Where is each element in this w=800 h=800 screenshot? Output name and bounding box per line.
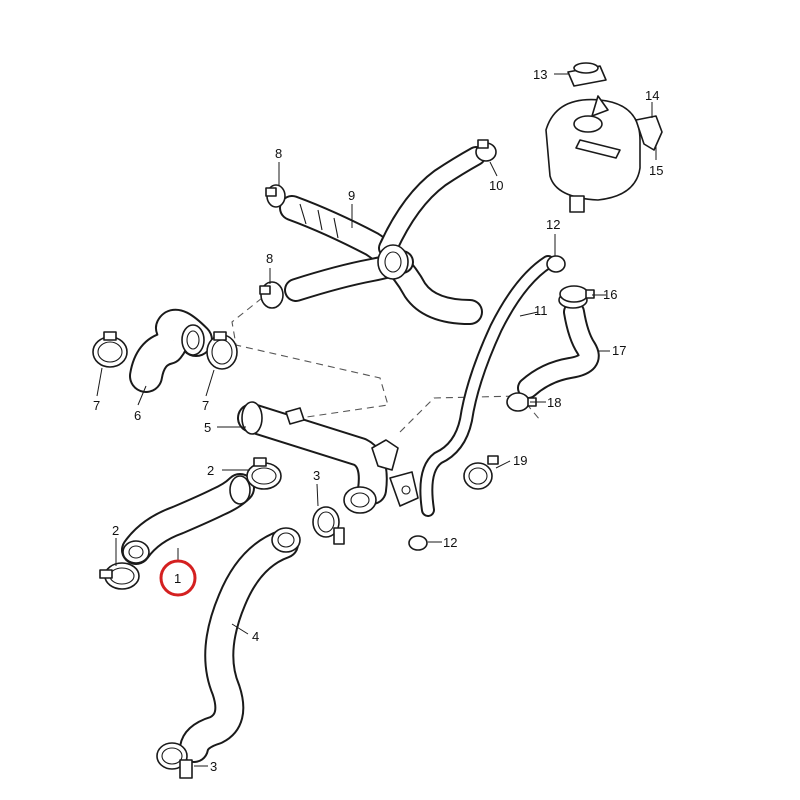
clip-2-lower bbox=[99, 562, 140, 590]
callout-7-right: 7 bbox=[202, 398, 209, 413]
callout-12-upper: 12 bbox=[546, 217, 560, 232]
callout-13: 13 bbox=[533, 67, 547, 82]
callout-11: 11 bbox=[534, 303, 548, 318]
clip-8-lower bbox=[259, 281, 284, 309]
clip-3-upper bbox=[312, 506, 345, 545]
clip-7-right bbox=[206, 331, 238, 370]
clip-12-lower bbox=[408, 535, 428, 551]
callout-12-lower: 12 bbox=[443, 535, 457, 550]
expansion-tank bbox=[545, 95, 663, 213]
clip-12-upper bbox=[546, 255, 566, 273]
pipe-5 bbox=[237, 401, 419, 514]
hose-junction bbox=[377, 244, 409, 280]
hose-6 bbox=[129, 308, 213, 393]
callout-4: 4 bbox=[252, 629, 259, 644]
clip-10 bbox=[475, 139, 497, 162]
callout-14: 14 bbox=[645, 88, 659, 103]
callout-2-upper: 2 bbox=[207, 463, 214, 478]
callout-19: 19 bbox=[513, 453, 527, 468]
callout-6: 6 bbox=[134, 408, 141, 423]
clip-16 bbox=[559, 285, 595, 303]
clip-3-lower bbox=[156, 742, 193, 779]
hose-4 bbox=[179, 527, 301, 763]
clip-2-upper bbox=[246, 457, 282, 490]
hose-11 bbox=[419, 255, 555, 517]
callout-8-lower: 8 bbox=[266, 251, 273, 266]
clip-8-upper bbox=[265, 184, 286, 208]
highlight-circle bbox=[159, 559, 197, 597]
callout-5: 5 bbox=[204, 420, 211, 435]
callout-18: 18 bbox=[547, 395, 561, 410]
clip-19 bbox=[463, 455, 499, 490]
callout-16: 16 bbox=[603, 287, 617, 302]
callout-8-upper: 8 bbox=[275, 146, 282, 161]
routing-outline bbox=[231, 297, 541, 433]
hose-1 bbox=[121, 473, 255, 565]
callout-9: 9 bbox=[348, 188, 355, 203]
hose-9 bbox=[279, 146, 486, 325]
callout-2-lower: 2 bbox=[112, 523, 119, 538]
clip-7-left bbox=[92, 331, 128, 368]
callout-3-lower: 3 bbox=[210, 759, 217, 774]
callout-3-upper: 3 bbox=[313, 468, 320, 483]
callout-15: 15 bbox=[649, 163, 663, 178]
callout-1: 1 bbox=[174, 571, 181, 586]
callout-17: 17 bbox=[612, 343, 626, 358]
leader-lines bbox=[96, 73, 657, 767]
callout-7-left: 7 bbox=[93, 398, 100, 413]
tank-cap bbox=[567, 62, 607, 87]
callout-10: 10 bbox=[489, 178, 503, 193]
